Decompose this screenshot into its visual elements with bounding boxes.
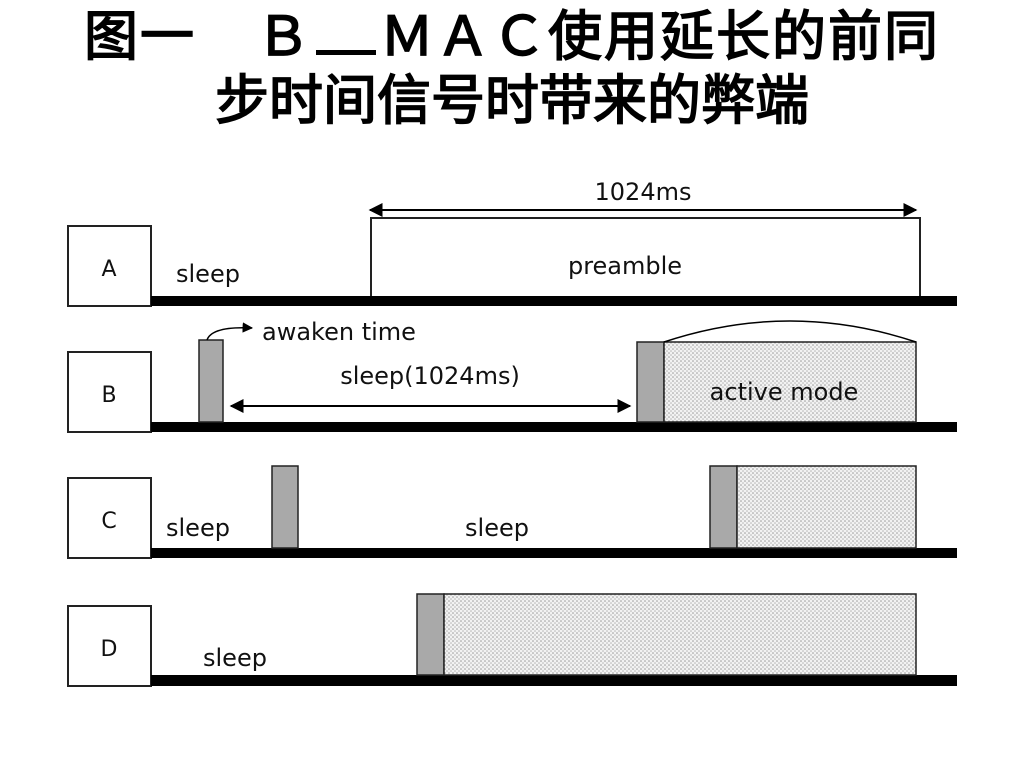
- row-b-sleep-label: sleep(1024ms): [340, 362, 520, 390]
- row-a-preamble-block: [370, 217, 921, 296]
- row-c-wake-pulse-2: [709, 465, 738, 549]
- row-d-baseline: [151, 675, 957, 686]
- row-a-sleep-label: sleep: [176, 260, 240, 288]
- row-b-label-box: [67, 351, 152, 433]
- title-b: Ｂ: [256, 4, 312, 68]
- row-b-awaken-label: awaken time: [262, 318, 416, 346]
- row-c-wake-pulse: [271, 465, 299, 549]
- row-b: B awaken time sleep(1024ms) active mode: [67, 318, 957, 433]
- row-d-wake-pulse: [416, 593, 445, 676]
- row-b-awaken-arrow: [206, 322, 254, 341]
- row-d: D sleep: [67, 593, 957, 687]
- row-c-baseline: [151, 548, 957, 558]
- row-a-label: A: [101, 257, 116, 282]
- row-a-baseline: [151, 296, 957, 306]
- row-b-active-label: active mode: [710, 378, 859, 406]
- row-c-label: C: [101, 509, 116, 534]
- span-label: 1024ms: [595, 178, 692, 206]
- row-d-active-block: [443, 593, 917, 676]
- title-line-2: 步时间信号时带来的弊端: [215, 68, 809, 132]
- span-arrow: 1024ms: [368, 178, 918, 217]
- row-c-sleep-label: sleep: [166, 514, 230, 542]
- row-b-active-block: [663, 341, 917, 423]
- row-a-label-box: [67, 225, 152, 307]
- row-d-label-box: [67, 605, 152, 687]
- title-line-1: 图一 Ｂ ＭＡＣ使用延长的前同: [0, 4, 1024, 68]
- row-a-preamble-label: preamble: [568, 252, 682, 280]
- row-b-wake-pulse: [198, 339, 224, 423]
- title-rest: ＭＡＣ使用延长的前同: [380, 4, 940, 68]
- row-b-wake-pulse-2: [636, 341, 665, 423]
- row-b-baseline: [151, 422, 957, 432]
- row-c-sleep-label-2: sleep: [465, 514, 529, 542]
- title-blank: [316, 10, 376, 55]
- row-c: C sleep sleep: [67, 465, 957, 559]
- title-prefix: 图一: [84, 4, 196, 68]
- slide-title: 图一 Ｂ ＭＡＣ使用延长的前同 步时间信号时带来的弊端: [0, 4, 1024, 132]
- row-d-label: D: [101, 637, 118, 662]
- row-c-label-box: [67, 477, 152, 559]
- row-a: A sleep preamble: [67, 217, 957, 307]
- row-d-sleep-label: sleep: [203, 644, 267, 672]
- row-c-active-block: [736, 465, 917, 549]
- row-b-label: B: [101, 383, 116, 408]
- row-b-active-arc: [663, 320, 917, 343]
